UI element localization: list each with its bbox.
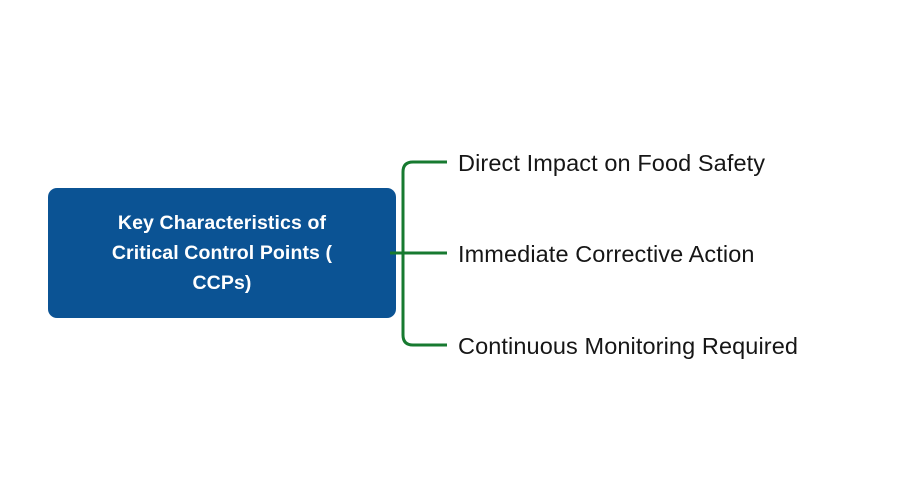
connector-branch-top xyxy=(401,160,447,253)
branch-label-direct-impact-on-food-safety[interactable]: Direct Impact on Food Safety xyxy=(458,150,766,176)
branch-label-immediate-corrective-action[interactable]: Immediate Corrective Action xyxy=(458,241,755,267)
root-node[interactable]: Key Characteristics of Critical Control … xyxy=(48,188,396,318)
connector-branch-bottom xyxy=(401,253,447,347)
root-node-label: Key Characteristics of Critical Control … xyxy=(111,212,333,294)
branch-label-continuous-monitoring-required[interactable]: Continuous Monitoring Required xyxy=(458,333,799,359)
